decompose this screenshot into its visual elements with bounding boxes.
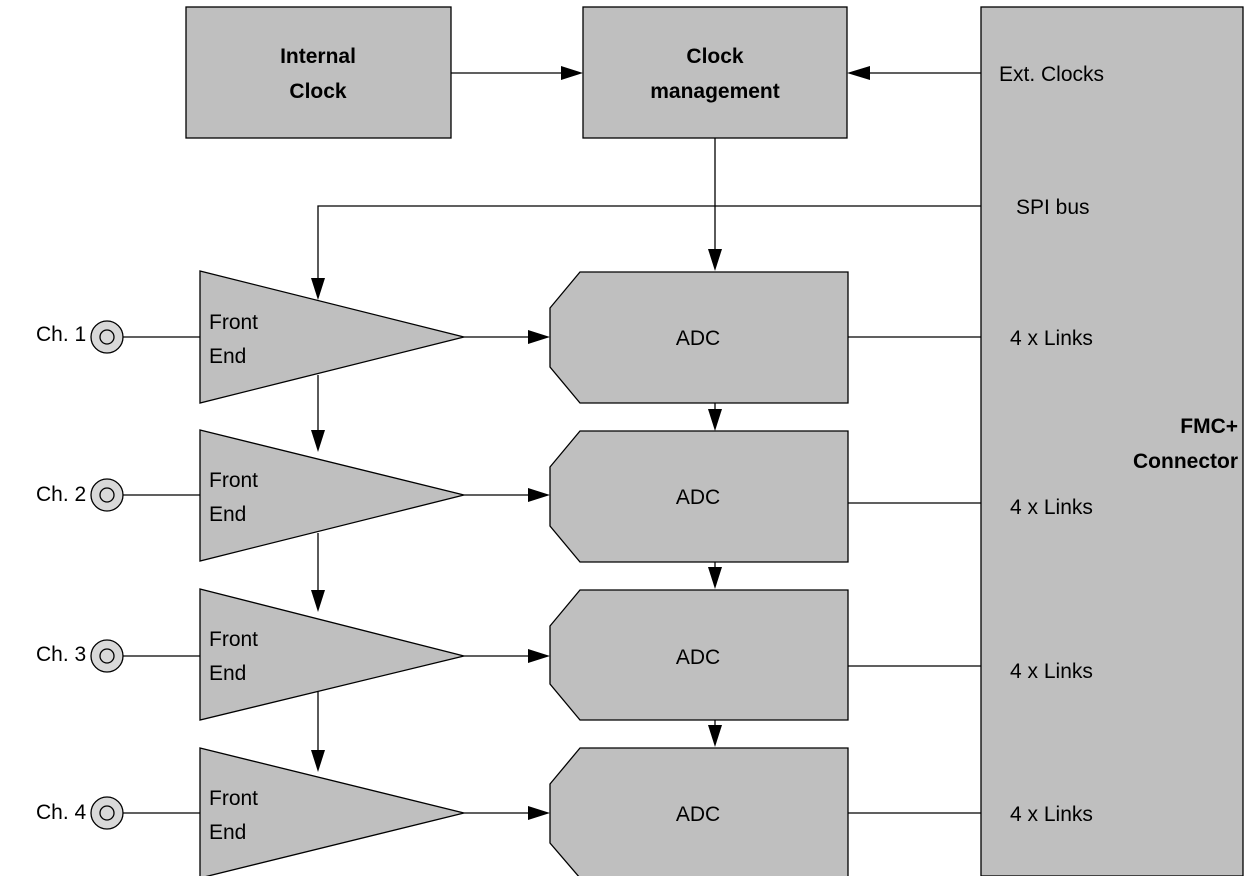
channel-label: Ch. 1 <box>36 323 86 346</box>
front-end-label-line1: Front <box>209 311 258 334</box>
spi-bus-label: SPI bus <box>1016 196 1090 219</box>
sma-connector-icon <box>90 796 124 830</box>
adc-block <box>549 589 849 721</box>
fmc-connector-label-line2: Connector <box>1133 450 1238 473</box>
spi-bus-arrow <box>311 278 325 300</box>
links-label: 4 x Links <box>1010 496 1093 519</box>
channel-label: Ch. 4 <box>36 801 87 824</box>
sma-connector-icon <box>90 320 124 354</box>
links-label: 4 x Links <box>1010 660 1093 683</box>
clock-management-label-line1: Clock <box>686 45 744 68</box>
channel-2: Ch. 2 Front End ADC 4 x Links <box>36 429 1093 563</box>
links-label: 4 x Links <box>1010 327 1093 350</box>
clock-management-block <box>582 6 848 139</box>
front-end-chain-arrow-1 <box>311 430 325 452</box>
internal-clock-block <box>185 6 452 139</box>
front-end-label-line2: End <box>209 821 246 844</box>
adc-label: ADC <box>676 803 720 826</box>
channel-3: Ch. 3 Front End ADC 4 x Links <box>36 588 1093 721</box>
front-end-chain-arrow-2 <box>311 590 325 612</box>
sma-connector-icon <box>90 478 124 512</box>
adc-block <box>549 747 849 876</box>
adc-block <box>549 271 849 404</box>
clock-to-adc-arrow <box>708 249 722 271</box>
front-end-label-line2: End <box>209 345 246 368</box>
front-end-label-line1: Front <box>209 469 258 492</box>
front-end-amplifier <box>199 588 465 721</box>
adc-chain-arrow-2 <box>708 567 722 589</box>
front-end-to-adc-arrow <box>528 806 550 820</box>
adc-block <box>549 430 849 563</box>
front-end-amplifier <box>199 429 465 562</box>
sma-connector-pin-icon <box>99 648 115 664</box>
spi-bus-wire <box>317 205 981 280</box>
adc-label: ADC <box>676 646 720 669</box>
channel-label: Ch. 2 <box>36 483 86 506</box>
ext-clocks-label: Ext. Clocks <box>999 63 1104 86</box>
adc-chain-arrow-1 <box>708 409 722 431</box>
front-end-chain-arrow-3 <box>311 750 325 772</box>
adc-label: ADC <box>676 486 720 509</box>
front-end-to-adc-arrow <box>528 649 550 663</box>
channel-4: Ch. 4 Front End ADC 4 x Links <box>36 747 1093 876</box>
adc-chain-arrow-3 <box>708 725 722 747</box>
front-end-amplifier <box>199 747 465 876</box>
adc-label: ADC <box>676 327 720 350</box>
internal-clock-to-management-arrow <box>561 66 583 80</box>
internal-clock-label-line1: Internal <box>280 45 356 68</box>
front-end-label-line2: End <box>209 662 246 685</box>
front-end-label-line1: Front <box>209 787 258 810</box>
front-end-label-line2: End <box>209 503 246 526</box>
fmc-connector-label-line1: FMC+ <box>1180 415 1238 438</box>
sma-connector-pin-icon <box>99 329 115 345</box>
front-end-to-adc-arrow <box>528 488 550 502</box>
channel-label: Ch. 3 <box>36 643 86 666</box>
links-label: 4 x Links <box>1010 803 1093 826</box>
internal-clock-label-line2: Clock <box>289 80 347 103</box>
sma-connector-pin-icon <box>99 805 115 821</box>
fmc-connector-block <box>980 6 1244 876</box>
front-end-to-adc-arrow <box>528 330 550 344</box>
front-end-label-line1: Front <box>209 628 258 651</box>
sma-connector-icon <box>90 639 124 673</box>
clock-management-label-line2: management <box>650 80 780 103</box>
sma-connector-pin-icon <box>99 487 115 503</box>
channel-1: Ch. 1 Front End ADC 4 x Links <box>36 270 1093 404</box>
front-end-amplifier <box>199 270 465 404</box>
ext-clocks-arrow <box>847 66 870 80</box>
